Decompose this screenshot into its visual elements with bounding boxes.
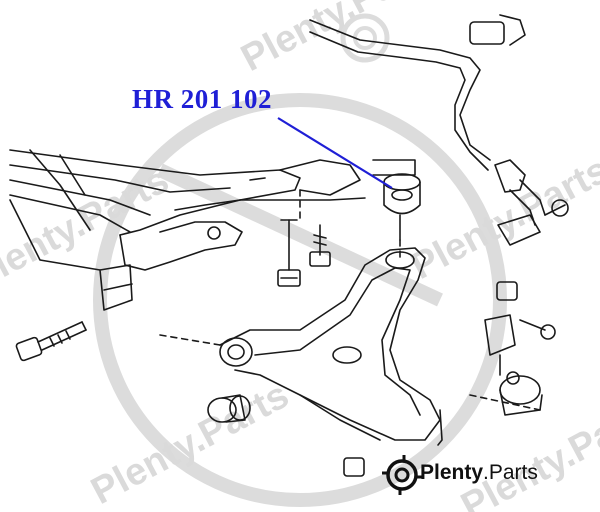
watermark-text: Plenty.Parts — [0, 159, 176, 298]
bushing-lower — [207, 394, 251, 423]
long-bolt — [15, 321, 87, 362]
bushing-hr-201-102 — [372, 159, 421, 241]
lower-control-arm — [219, 247, 441, 441]
reference-lines — [159, 189, 541, 411]
nut-lower — [343, 409, 443, 477]
subframe — [9, 149, 366, 311]
callout-leader — [277, 117, 393, 189]
watermark-logo-icon — [340, 13, 390, 63]
watermark-slash — [157, 163, 443, 307]
stabiliser-bar — [309, 14, 526, 171]
part-number-label: HR 201 102 — [132, 84, 272, 114]
brand-suffix: .Parts — [483, 461, 538, 484]
stabiliser-link — [494, 159, 569, 246]
plenty-logo-icon — [382, 455, 422, 495]
brand-caption: Plenty.Parts — [420, 461, 538, 485]
brand-name: Plenty — [420, 461, 484, 484]
bolt-group-subframe — [277, 219, 331, 287]
watermark-text: Plenty.Parts — [235, 0, 446, 80]
